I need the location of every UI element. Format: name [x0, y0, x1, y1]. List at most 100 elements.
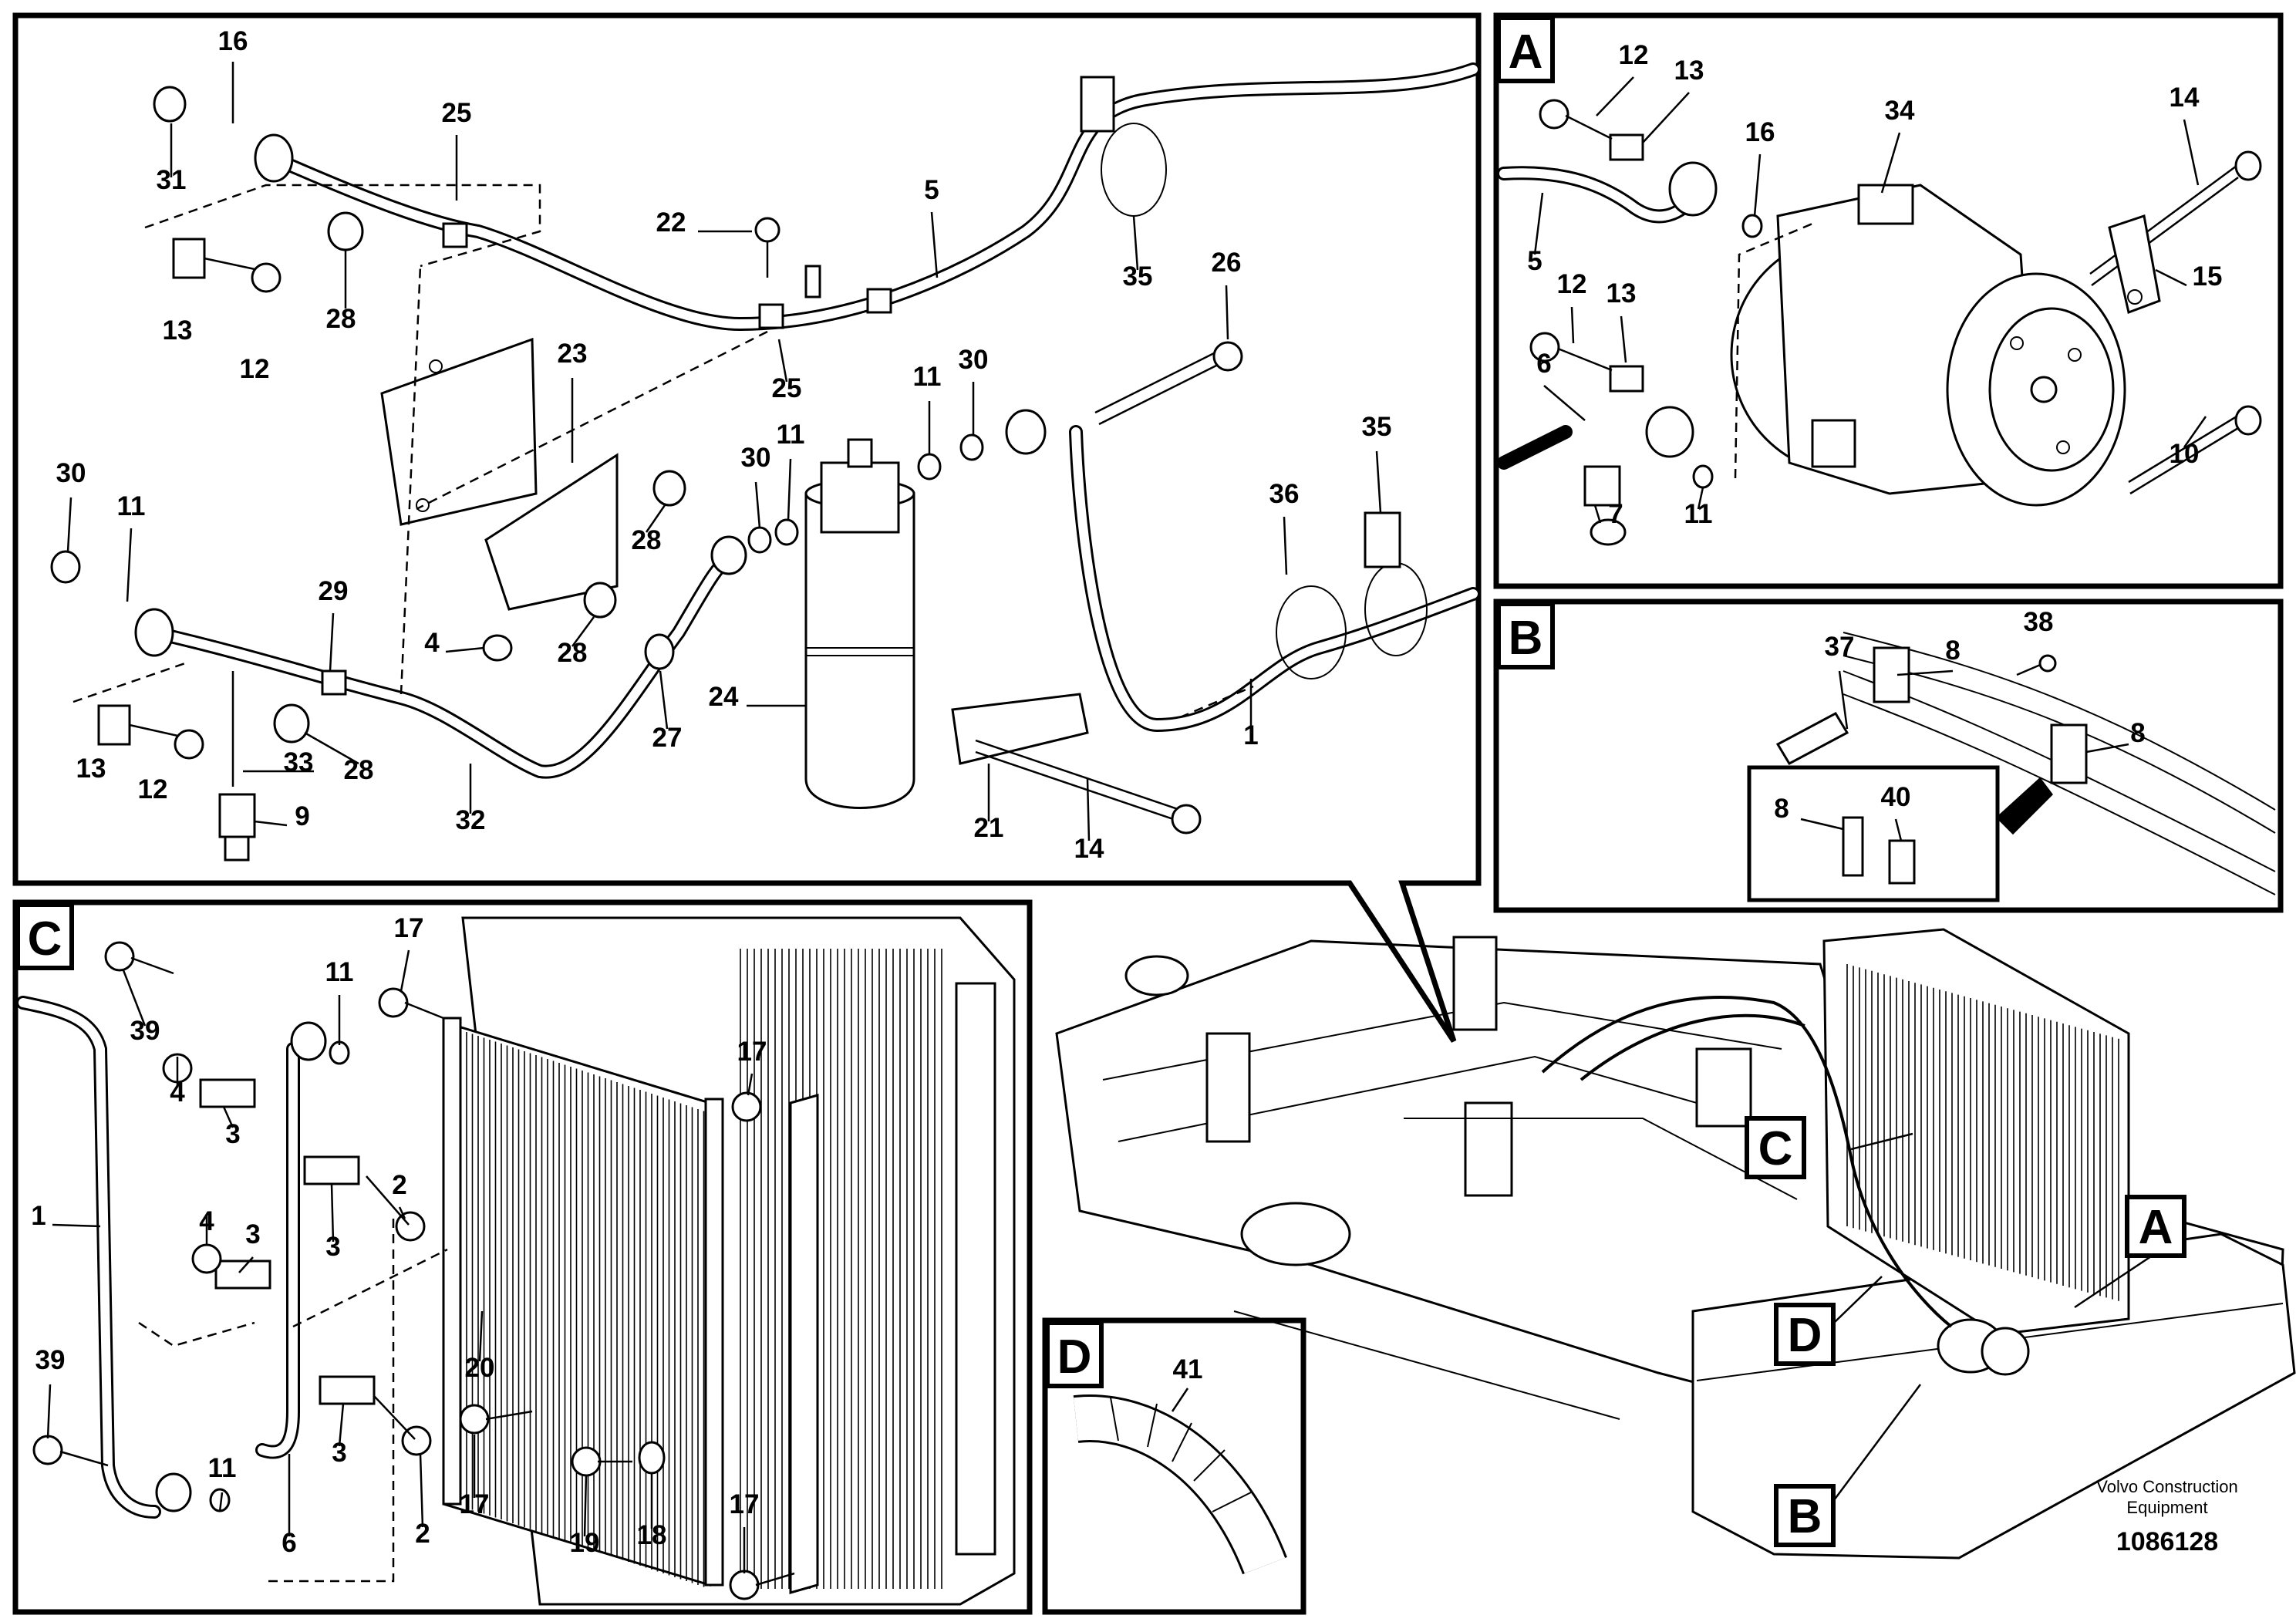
credit-line-1: Volvo Construction: [2096, 1477, 2237, 1496]
callout-c-39: 39: [130, 1016, 160, 1046]
document-number: 1086128: [2116, 1527, 2218, 1556]
callout-a-10: 10: [2170, 439, 2200, 469]
callout-b-38: 38: [2024, 607, 2054, 637]
callout-a-13: 13: [1607, 278, 1637, 309]
callout-main-36: 36: [1269, 479, 1300, 509]
callout-main-22: 22: [656, 207, 686, 238]
callout-a-5: 5: [1527, 246, 1542, 276]
panel-d-tag-box: [1045, 1320, 1104, 1388]
panel-c-frame: [12, 899, 1033, 1615]
callout-a-6: 6: [1536, 349, 1551, 379]
callout-a-12: 12: [1619, 40, 1649, 70]
callout-c-1: 1: [31, 1201, 46, 1231]
callout-c-3: 3: [225, 1119, 240, 1149]
callout-a-12: 12: [1557, 269, 1587, 299]
callout-main-28: 28: [326, 304, 356, 334]
callout-main-16: 16: [218, 26, 248, 56]
callout-main-12: 12: [138, 774, 168, 804]
callout-c-2: 2: [415, 1519, 430, 1549]
callout-d-41: 41: [1173, 1354, 1203, 1384]
callout-main-27: 27: [652, 723, 683, 753]
callout-b-8: 8: [1774, 794, 1789, 824]
callout-main-30: 30: [741, 443, 771, 473]
callout-main-11: 11: [117, 491, 146, 521]
callout-main-25: 25: [772, 373, 802, 403]
callout-b-40: 40: [1881, 782, 1911, 812]
panel-c-tag: C: [28, 912, 62, 966]
callout-c-20: 20: [465, 1353, 495, 1383]
callout-main-32: 32: [456, 805, 486, 835]
callout-main-14: 14: [1074, 834, 1104, 864]
callout-main-30: 30: [56, 458, 86, 488]
panel-d-tag: D: [1057, 1330, 1092, 1384]
panel-d-drawing: [1073, 1388, 1287, 1575]
callout-main-28: 28: [558, 638, 588, 668]
overview-drawing: [1055, 928, 2296, 1560]
panel-b-tag-box: [1496, 602, 1555, 669]
overview-tag-box-B: [1774, 1484, 1836, 1547]
callout-main-30: 30: [959, 345, 989, 375]
callout-main-1: 1: [1243, 720, 1258, 750]
callout-b-8: 8: [2130, 718, 2145, 748]
callout-c-11: 11: [208, 1453, 237, 1483]
callout-main-11: 11: [777, 420, 805, 450]
overview-tag-D: D: [1788, 1309, 1822, 1362]
main-panel-drawing: [50, 62, 1480, 862]
callout-c-11: 11: [325, 957, 354, 987]
callout-main-29: 29: [319, 576, 349, 606]
callout-main-23: 23: [558, 339, 588, 369]
overview-tags: C A D B: [1745, 1116, 2186, 1547]
panel-c-tag-box: [15, 902, 74, 970]
callout-c-4: 4: [199, 1206, 214, 1236]
callout-c-3: 3: [245, 1219, 260, 1249]
callout-a-7: 7: [1608, 499, 1623, 529]
callout-a-14: 14: [2170, 83, 2200, 113]
panel-tags: A B C D: [15, 15, 1555, 1388]
panel-b-drawing: [1747, 632, 2276, 902]
callout-c-2: 2: [392, 1170, 406, 1200]
overview-radiator-fins: [1846, 964, 2119, 1301]
callout-main-31: 31: [157, 165, 187, 195]
callout-main-13: 13: [163, 315, 193, 346]
callout-c-3: 3: [325, 1232, 340, 1262]
callout-main-12: 12: [240, 354, 270, 384]
callout-c-3: 3: [332, 1438, 346, 1468]
credit-line-2: Equipment: [2126, 1498, 2207, 1517]
callout-c-17: 17: [394, 913, 424, 943]
panel-b-frame: [1493, 599, 2284, 913]
callout-c-19: 19: [570, 1528, 600, 1558]
overview-tag-A: A: [2139, 1201, 2173, 1254]
overview-tag-C: C: [1758, 1122, 1793, 1175]
overview-tag-box-A: [2125, 1195, 2186, 1258]
panel-frames: [12, 12, 2284, 1615]
callout-c-6: 6: [282, 1528, 296, 1558]
callout-a-11: 11: [1684, 499, 1713, 529]
callout-a-15: 15: [2193, 261, 2223, 292]
callout-main-33: 33: [284, 747, 314, 777]
callout-c-17: 17: [460, 1489, 490, 1519]
callout-main-5: 5: [924, 175, 939, 205]
callout-b-8: 8: [1945, 636, 1960, 666]
callout-main-24: 24: [709, 682, 739, 712]
callout-c-17: 17: [737, 1037, 767, 1067]
callout-main-4: 4: [424, 628, 440, 658]
panel-d-frame: [1042, 1317, 1306, 1615]
callout-c-17: 17: [730, 1489, 760, 1519]
callout-main-25: 25: [442, 98, 472, 128]
callout-a-13: 13: [1674, 56, 1704, 86]
callout-main-21: 21: [974, 813, 1004, 843]
callout-a-34: 34: [1885, 96, 1915, 126]
main-panel-frame: [12, 12, 1482, 1043]
panel-a-tag-box: [1496, 15, 1555, 83]
callout-b-37: 37: [1825, 632, 1855, 662]
callout-main-35: 35: [1362, 412, 1392, 442]
callout-main-9: 9: [295, 801, 309, 831]
callout-main-35: 35: [1123, 261, 1153, 292]
panel-a-tag: A: [1509, 25, 1543, 79]
panel-b-tag: B: [1509, 612, 1543, 665]
overview-tag-B: B: [1788, 1490, 1822, 1543]
panel-a-frame: [1493, 12, 2284, 589]
panel-a-drawing: [1497, 76, 2262, 546]
